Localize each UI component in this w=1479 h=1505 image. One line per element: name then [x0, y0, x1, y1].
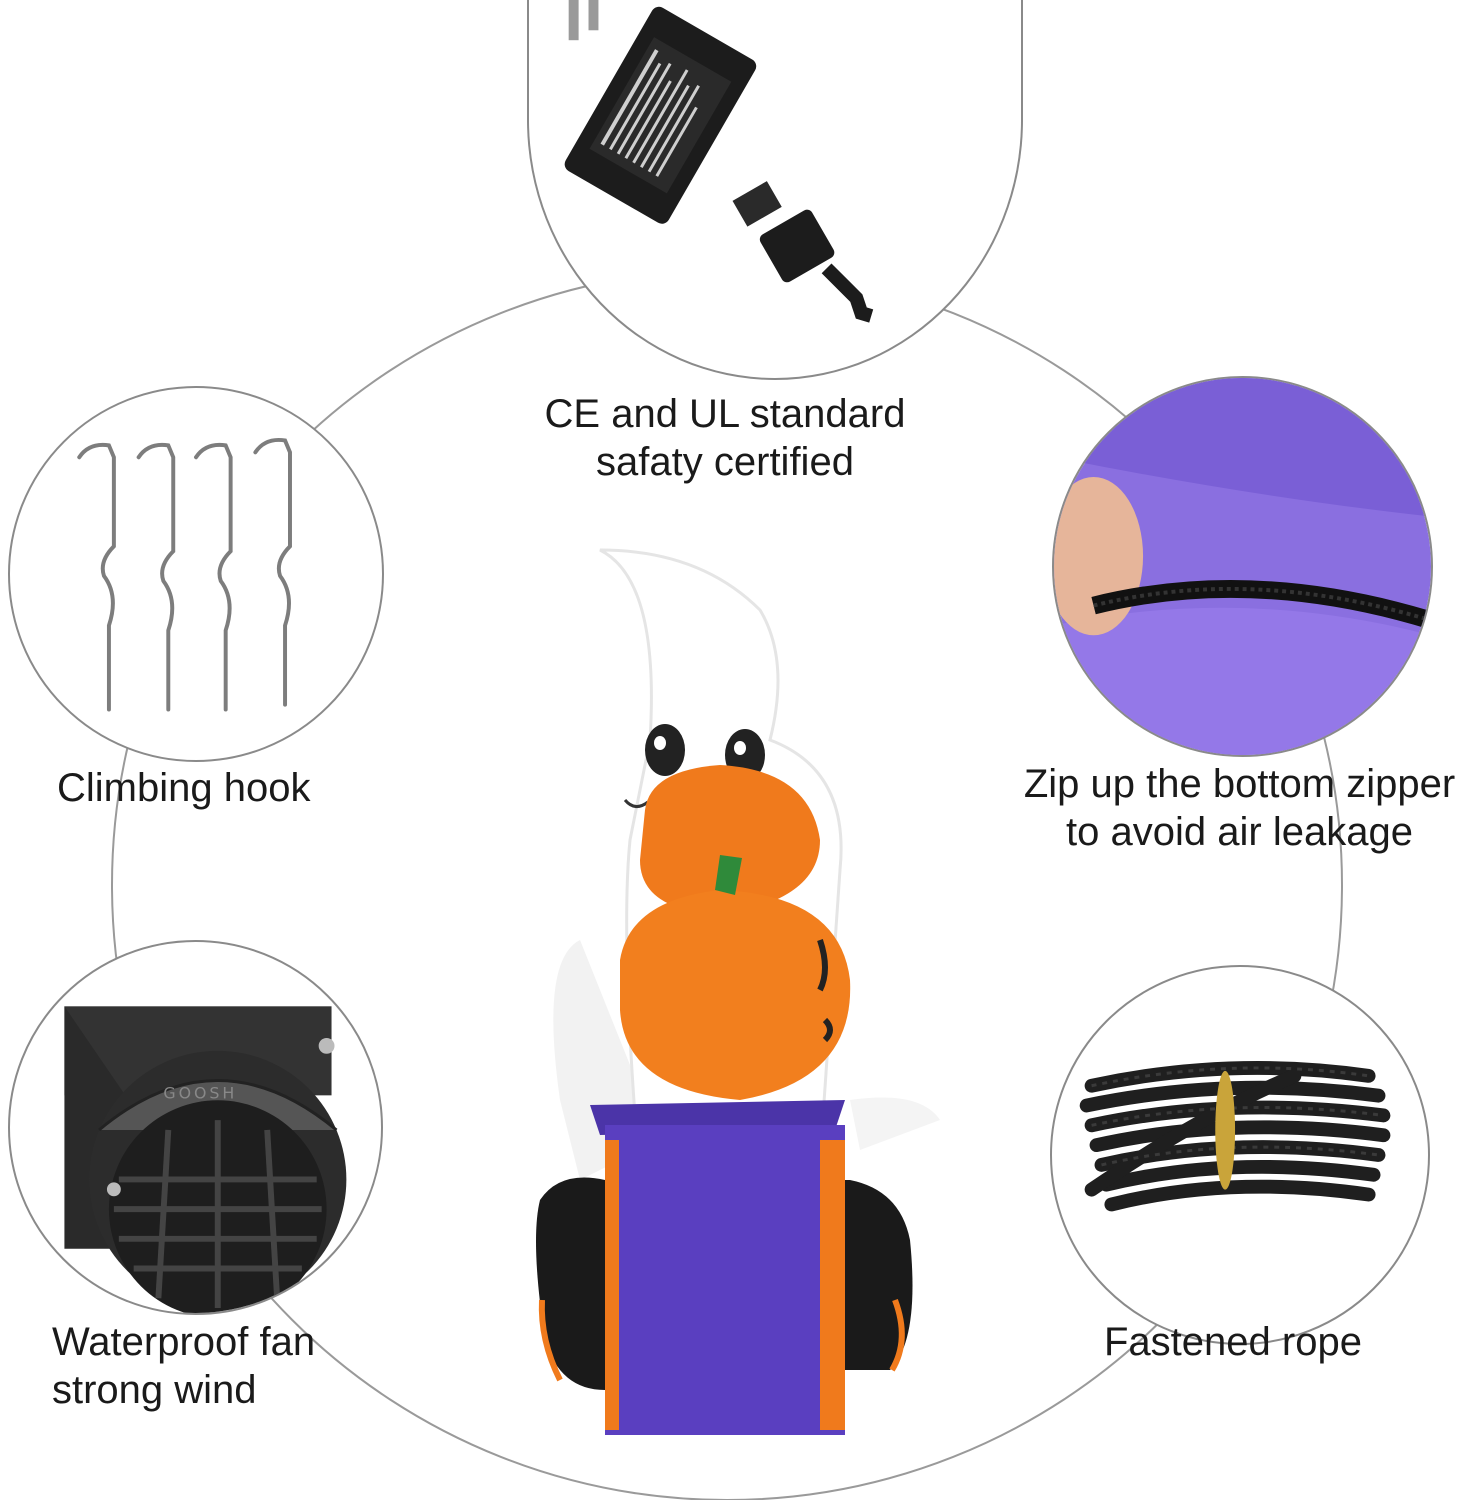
- power-label: CE and UL standard safaty certified: [500, 390, 950, 486]
- zipper-label-line2: to avoid air leakage: [1066, 810, 1413, 854]
- rope-coil-icon: [1079, 1061, 1391, 1212]
- hook-label: Climbing hook: [57, 764, 310, 812]
- climbing-hook-circle: [8, 386, 384, 762]
- blower-fan-icon: GOOSH: [64, 1006, 347, 1313]
- hook-label-line1: Climbing hook: [57, 766, 311, 810]
- inflatable-ghost-pumpkin: [520, 540, 960, 1500]
- rope-label: Fastened rope: [1104, 1318, 1362, 1366]
- fan-brand-label: GOOSH: [163, 1083, 237, 1102]
- zipper-circle: [1052, 376, 1433, 757]
- power-label-line1: CE and UL standard: [544, 392, 906, 436]
- ghost-pumpkin-illustration: [536, 548, 940, 1435]
- power-adapter-circle: [527, 0, 1023, 380]
- zipper-label-line1: Zip up the bottom zipper: [1023, 762, 1456, 806]
- zipper-label: Zip up the bottom zipper to avoid air le…: [1000, 760, 1479, 856]
- power-label-line2: safaty certified: [596, 440, 854, 484]
- fan-label-line1: Waterproof fan: [52, 1320, 316, 1364]
- fan-circle: GOOSH: [8, 940, 383, 1315]
- rope-label-line1: Fastened rope: [1104, 1320, 1362, 1364]
- fan-label-line2: strong wind: [52, 1368, 257, 1412]
- zipper-icon: [1054, 378, 1431, 755]
- climbing-hook-icon: [77, 437, 292, 712]
- rope-circle: [1050, 965, 1430, 1345]
- fan-label: Waterproof fan strong wind: [52, 1318, 315, 1414]
- power-adapter-icon: [564, 0, 874, 323]
